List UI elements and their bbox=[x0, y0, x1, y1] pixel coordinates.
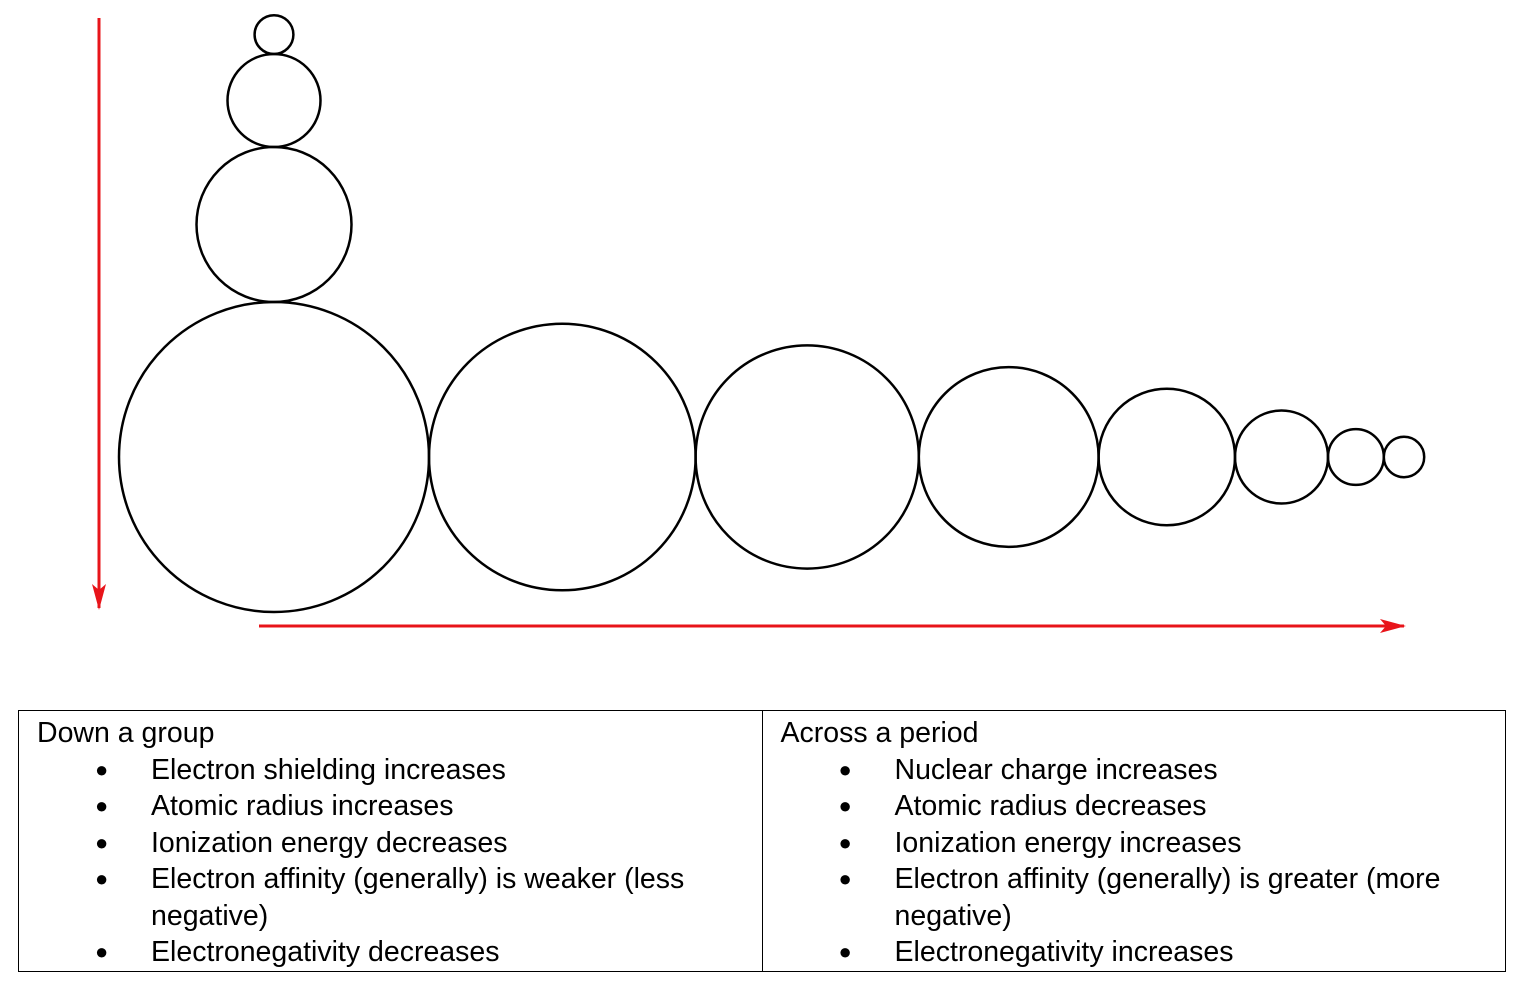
bullet-icon: ● bbox=[838, 866, 852, 891]
group-trends-list: ● Electron shielding increases ● Atomic rad… bbox=[37, 752, 762, 971]
bullet-icon: ● bbox=[838, 756, 852, 782]
period-atom-circle bbox=[1097, 387, 1237, 527]
period-trends-list: ● Nuclear charge increases ● Atomic radius … bbox=[781, 752, 1506, 971]
group-trend-item: ● Electronegativity decreases bbox=[37, 934, 762, 971]
bullet-icon: ● bbox=[95, 829, 109, 855]
group-trend-text: Electron shielding increases bbox=[151, 753, 506, 786]
period-trend-text: Electronegativity increases bbox=[894, 936, 1234, 968]
bullet-icon: ● bbox=[838, 939, 852, 964]
bullet-icon: ● bbox=[95, 756, 109, 782]
group-trend-text: Ionization energy decreases bbox=[151, 826, 508, 859]
group-trend-text: Atomic radius increases bbox=[151, 790, 454, 822]
group-trend-text: Electronegativity decreases bbox=[151, 936, 500, 968]
group-atom-circle bbox=[195, 145, 353, 304]
period-trend-item: ● Electronegativity increases bbox=[781, 934, 1506, 971]
period-trend-item: ● Ionization energy increases bbox=[781, 825, 1506, 862]
period-atom-circle bbox=[1233, 409, 1330, 505]
period-atom-circle bbox=[427, 322, 697, 592]
bullet-icon: ● bbox=[95, 866, 109, 891]
group-atom-circle bbox=[226, 52, 322, 149]
bullet-icon: ● bbox=[95, 939, 109, 964]
atomic-size-diagram bbox=[92, 13, 1426, 633]
period-atom-circle bbox=[917, 365, 1100, 549]
period-circles bbox=[117, 300, 1426, 614]
period-atom-circle bbox=[694, 344, 921, 570]
period-trend-item: ● Electron affinity (generally) is greate… bbox=[781, 861, 1506, 934]
trends-table-row: Down a group ● Electron shielding increas… bbox=[18, 710, 1506, 972]
group-trend-item: ● Electron shielding increases bbox=[37, 752, 762, 789]
group-circles bbox=[195, 13, 353, 304]
period-trend-text: Nuclear charge increases bbox=[894, 753, 1218, 786]
period-trend-item: ● Nuclear charge increases bbox=[781, 752, 1506, 789]
period-trend-text: Atomic radius decreases bbox=[894, 790, 1207, 822]
period-atom-circle bbox=[1382, 435, 1426, 479]
period-atom-circle bbox=[1326, 427, 1386, 487]
bullet-icon: ● bbox=[838, 829, 852, 855]
group-trend-item: ● Atomic radius increases bbox=[37, 788, 762, 825]
period-trends-title: Across a period bbox=[780, 717, 979, 749]
group-trend-item: ● Ionization energy decreases bbox=[37, 825, 762, 862]
period-trend-text: Electron affinity (generally) is greater… bbox=[894, 863, 1441, 932]
period-trend-text: Ionization energy increases bbox=[894, 826, 1242, 859]
group-trend-item: ● Electron affinity (generally) is weaker… bbox=[37, 861, 762, 934]
period-atom-circle bbox=[117, 300, 431, 614]
period-trend-item: ● Atomic radius decreases bbox=[781, 788, 1506, 825]
group-atom-circle bbox=[253, 13, 295, 56]
group-trend-text: Electron affinity (generally) is weaker … bbox=[151, 863, 685, 932]
bullet-icon: ● bbox=[838, 793, 852, 818]
group-trends-title: Down a group bbox=[37, 717, 215, 749]
trends-table: Down a group ● Electron shielding increas… bbox=[18, 710, 1506, 972]
period-trends-cell: Across a period ● Nuclear charge increase… bbox=[761, 710, 1506, 972]
bullet-icon: ● bbox=[95, 793, 109, 818]
group-trends-cell: Down a group ● Electron shielding increas… bbox=[18, 710, 763, 972]
